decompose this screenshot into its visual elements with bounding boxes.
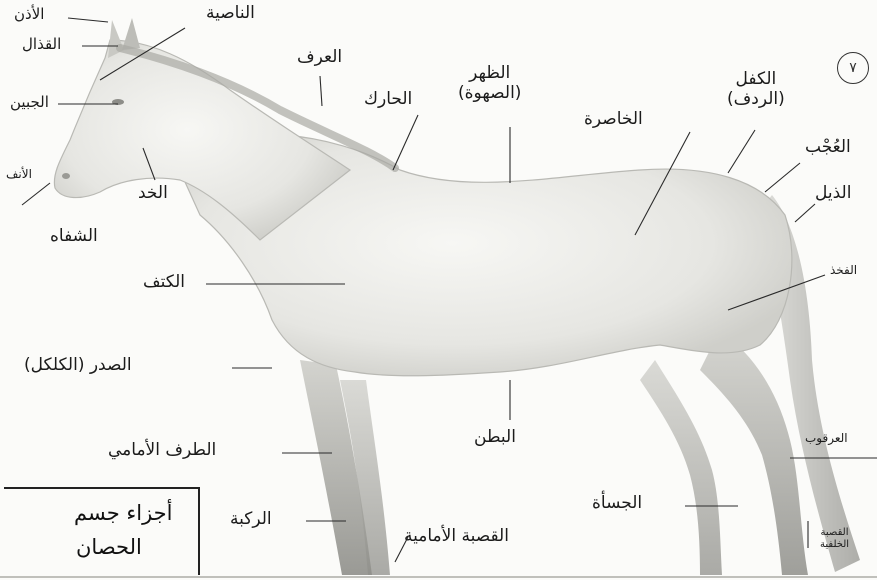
label-croup-line2: (الردف)	[727, 90, 785, 110]
label-fetlock: الجسأة	[592, 494, 642, 514]
label-forelock: الناصية	[206, 4, 255, 24]
title-line-2: الحصان	[76, 535, 142, 559]
label-shoulder: الكتف	[143, 273, 185, 293]
label-hind-cannon-line2: الخلفية	[820, 539, 849, 551]
leader-tail	[795, 204, 815, 222]
leader-withers	[393, 115, 418, 170]
label-belly: البطن	[474, 428, 516, 448]
leader-nose	[22, 183, 50, 205]
label-knee: الركبة	[230, 510, 272, 530]
horse-nostril	[62, 173, 70, 179]
label-mane: العرف	[297, 48, 342, 68]
label-back: الظهر (الصهوة)	[458, 64, 521, 103]
label-hind-cannon: القصبة الخلفية	[820, 527, 849, 550]
label-tail: الذيل	[815, 184, 851, 204]
leader-ear	[68, 18, 108, 22]
leader-dock	[765, 163, 800, 192]
label-forehead: الجبين	[10, 94, 49, 111]
label-dock: العُجْب	[805, 138, 851, 158]
label-foreleg: الطرف الأمامي	[108, 441, 216, 461]
label-withers: الحارك	[364, 90, 412, 110]
label-croup: الكفل (الردف)	[727, 70, 785, 109]
label-back-line1: الظهر	[458, 64, 521, 84]
title-line-1: أجزاء جسم	[74, 501, 172, 525]
label-cheek: الخد	[138, 184, 168, 204]
label-nose: الأنف	[6, 168, 32, 182]
label-lips: الشفاه	[50, 227, 98, 247]
label-chest: الصدر (الكلكل)	[24, 356, 132, 376]
label-hock: العرقوب	[805, 432, 848, 446]
title-box: أجزاء جسم الحصان	[4, 487, 200, 575]
label-front-cannon: القصبة الأمامية	[404, 527, 509, 547]
label-poll: القذال	[22, 36, 61, 53]
label-croup-line1: الكفل	[727, 70, 785, 90]
label-flank: الخاصرة	[584, 110, 643, 130]
label-back-line2: (الصهوة)	[458, 84, 521, 104]
horse-hind-leg-far	[640, 360, 722, 575]
leader-croup	[728, 130, 755, 173]
label-thigh: الفخذ	[830, 264, 857, 278]
label-hind-cannon-line1: القصبة	[820, 527, 849, 539]
leader-mane	[320, 76, 322, 106]
label-ear: الأذن	[14, 6, 44, 23]
page-number-mark: ٧	[837, 52, 869, 84]
